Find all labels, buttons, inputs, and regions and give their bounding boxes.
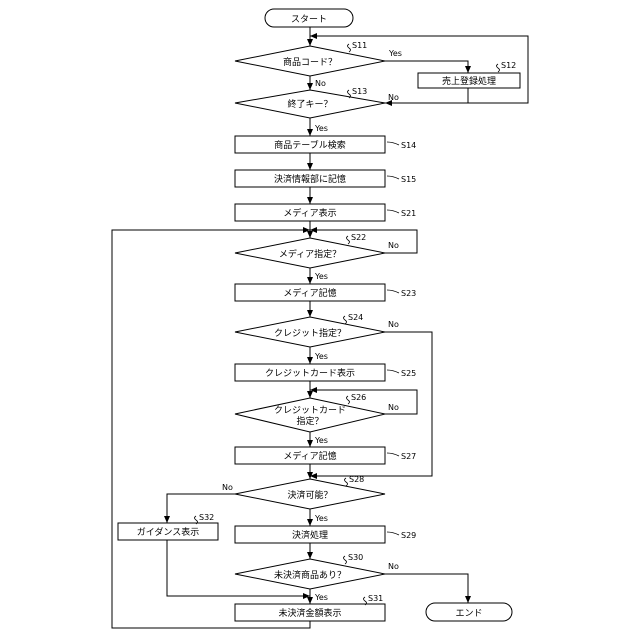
branch-yes-s30: Yes <box>314 593 328 602</box>
label-hook <box>347 396 350 404</box>
step-id-s15: S15 <box>401 175 416 184</box>
label-hook <box>387 142 399 145</box>
node-s21: メディア表示 <box>235 204 385 221</box>
branch-yes-s28: Yes <box>314 514 328 523</box>
step-text: メディア記憶 <box>283 450 336 462</box>
step-text: 決済処理 <box>292 529 328 541</box>
label-hook <box>387 370 399 373</box>
node-s25: クレジットカード表示 <box>235 364 385 381</box>
step-id-s21: S21 <box>401 209 416 218</box>
step-id-s23: S23 <box>401 289 416 298</box>
branch-no-s30: No <box>388 562 399 571</box>
branch-no-s11: No <box>315 79 326 88</box>
step-id-labels: S11 S12 S13 S14 S15 S21 S22 S23 S24 S25 … <box>195 41 517 605</box>
step-text: 終了キー？ <box>287 98 332 110</box>
step-id-s12: S12 <box>501 61 516 70</box>
branch-yes-s13: Yes <box>314 124 328 133</box>
step-id-s25: S25 <box>401 369 416 378</box>
node-s14: 商品テーブル検索 <box>235 136 385 153</box>
branch-no-s13: No <box>388 93 399 102</box>
start-label: スタート <box>291 14 327 25</box>
step-text-line1: クレジットカード <box>274 405 346 416</box>
step-text: クレジットカード表示 <box>265 367 355 379</box>
node-s32: ガイダンス表示 <box>118 523 218 540</box>
step-text: 決済可能？ <box>287 489 332 501</box>
step-id-s26: S26 <box>351 393 366 402</box>
step-id-s30: S30 <box>348 553 363 562</box>
label-hook <box>345 478 348 486</box>
step-text: メディア記憶 <box>283 287 336 299</box>
node-s26: クレジットカード 指定？ <box>235 398 385 432</box>
step-id-s13: S13 <box>352 87 367 96</box>
node-s29: 決済処理 <box>235 526 385 543</box>
label-hook <box>387 290 399 293</box>
label-hook <box>344 316 347 324</box>
step-id-s28: S28 <box>349 475 364 484</box>
step-text: 未決済商品あり？ <box>274 569 346 581</box>
branch-yes-s11: Yes <box>388 49 402 58</box>
label-hook <box>387 210 399 213</box>
label-hook <box>497 64 500 72</box>
step-text: 売上登録処理 <box>442 75 496 87</box>
end-label: エンド <box>455 609 482 619</box>
branch-yes-s22: Yes <box>314 272 328 281</box>
node-start: スタート <box>265 9 353 27</box>
step-text: ガイダンス表示 <box>137 526 199 538</box>
edge-s30-no-end <box>385 574 468 603</box>
branch-no-s22: No <box>388 241 399 250</box>
step-id-s32: S32 <box>199 513 214 522</box>
step-id-s11: S11 <box>352 41 367 50</box>
step-text-line2: 指定？ <box>296 415 323 427</box>
step-text: 決済情報部に記憶 <box>274 173 346 185</box>
label-hook <box>387 453 399 456</box>
node-s30: 未決済商品あり？ <box>235 559 385 589</box>
node-s11: 商品コード？ <box>235 46 385 76</box>
edge-s11-yes-s12 <box>385 61 468 73</box>
label-hook <box>348 44 351 52</box>
step-text: クレジット指定？ <box>274 327 346 339</box>
node-s23: メディア記憶 <box>235 284 385 301</box>
step-id-s24: S24 <box>348 313 363 322</box>
label-hook <box>387 532 399 535</box>
step-id-s27: S27 <box>401 452 416 461</box>
branch-no-s24: No <box>388 320 399 329</box>
branch-no-s28: No <box>222 483 233 492</box>
step-id-s22: S22 <box>351 233 366 242</box>
step-text: 商品コード？ <box>283 56 337 68</box>
label-hook <box>347 236 350 244</box>
branch-yes-s24: Yes <box>314 352 328 361</box>
branch-yes-s26: Yes <box>314 436 328 445</box>
step-text: 未決済金額表示 <box>278 607 341 619</box>
node-s27: メディア記憶 <box>235 447 385 464</box>
node-s22: メディア指定？ <box>235 238 385 268</box>
step-text: メディア指定？ <box>279 248 341 260</box>
branch-no-s26: No <box>388 403 399 412</box>
step-id-s14: S14 <box>401 141 416 150</box>
step-text: メディア表示 <box>283 207 336 219</box>
step-id-s29: S29 <box>401 531 416 540</box>
node-s12: 売上登録処理 <box>418 73 520 88</box>
label-hook <box>344 556 347 564</box>
label-hook <box>387 176 399 179</box>
step-id-s31: S31 <box>368 594 383 603</box>
node-s31: 未決済金額表示 <box>235 604 385 621</box>
step-text: 商品テーブル検索 <box>274 139 345 151</box>
node-end: エンド <box>426 603 512 621</box>
node-s15: 決済情報部に記憶 <box>235 170 385 187</box>
